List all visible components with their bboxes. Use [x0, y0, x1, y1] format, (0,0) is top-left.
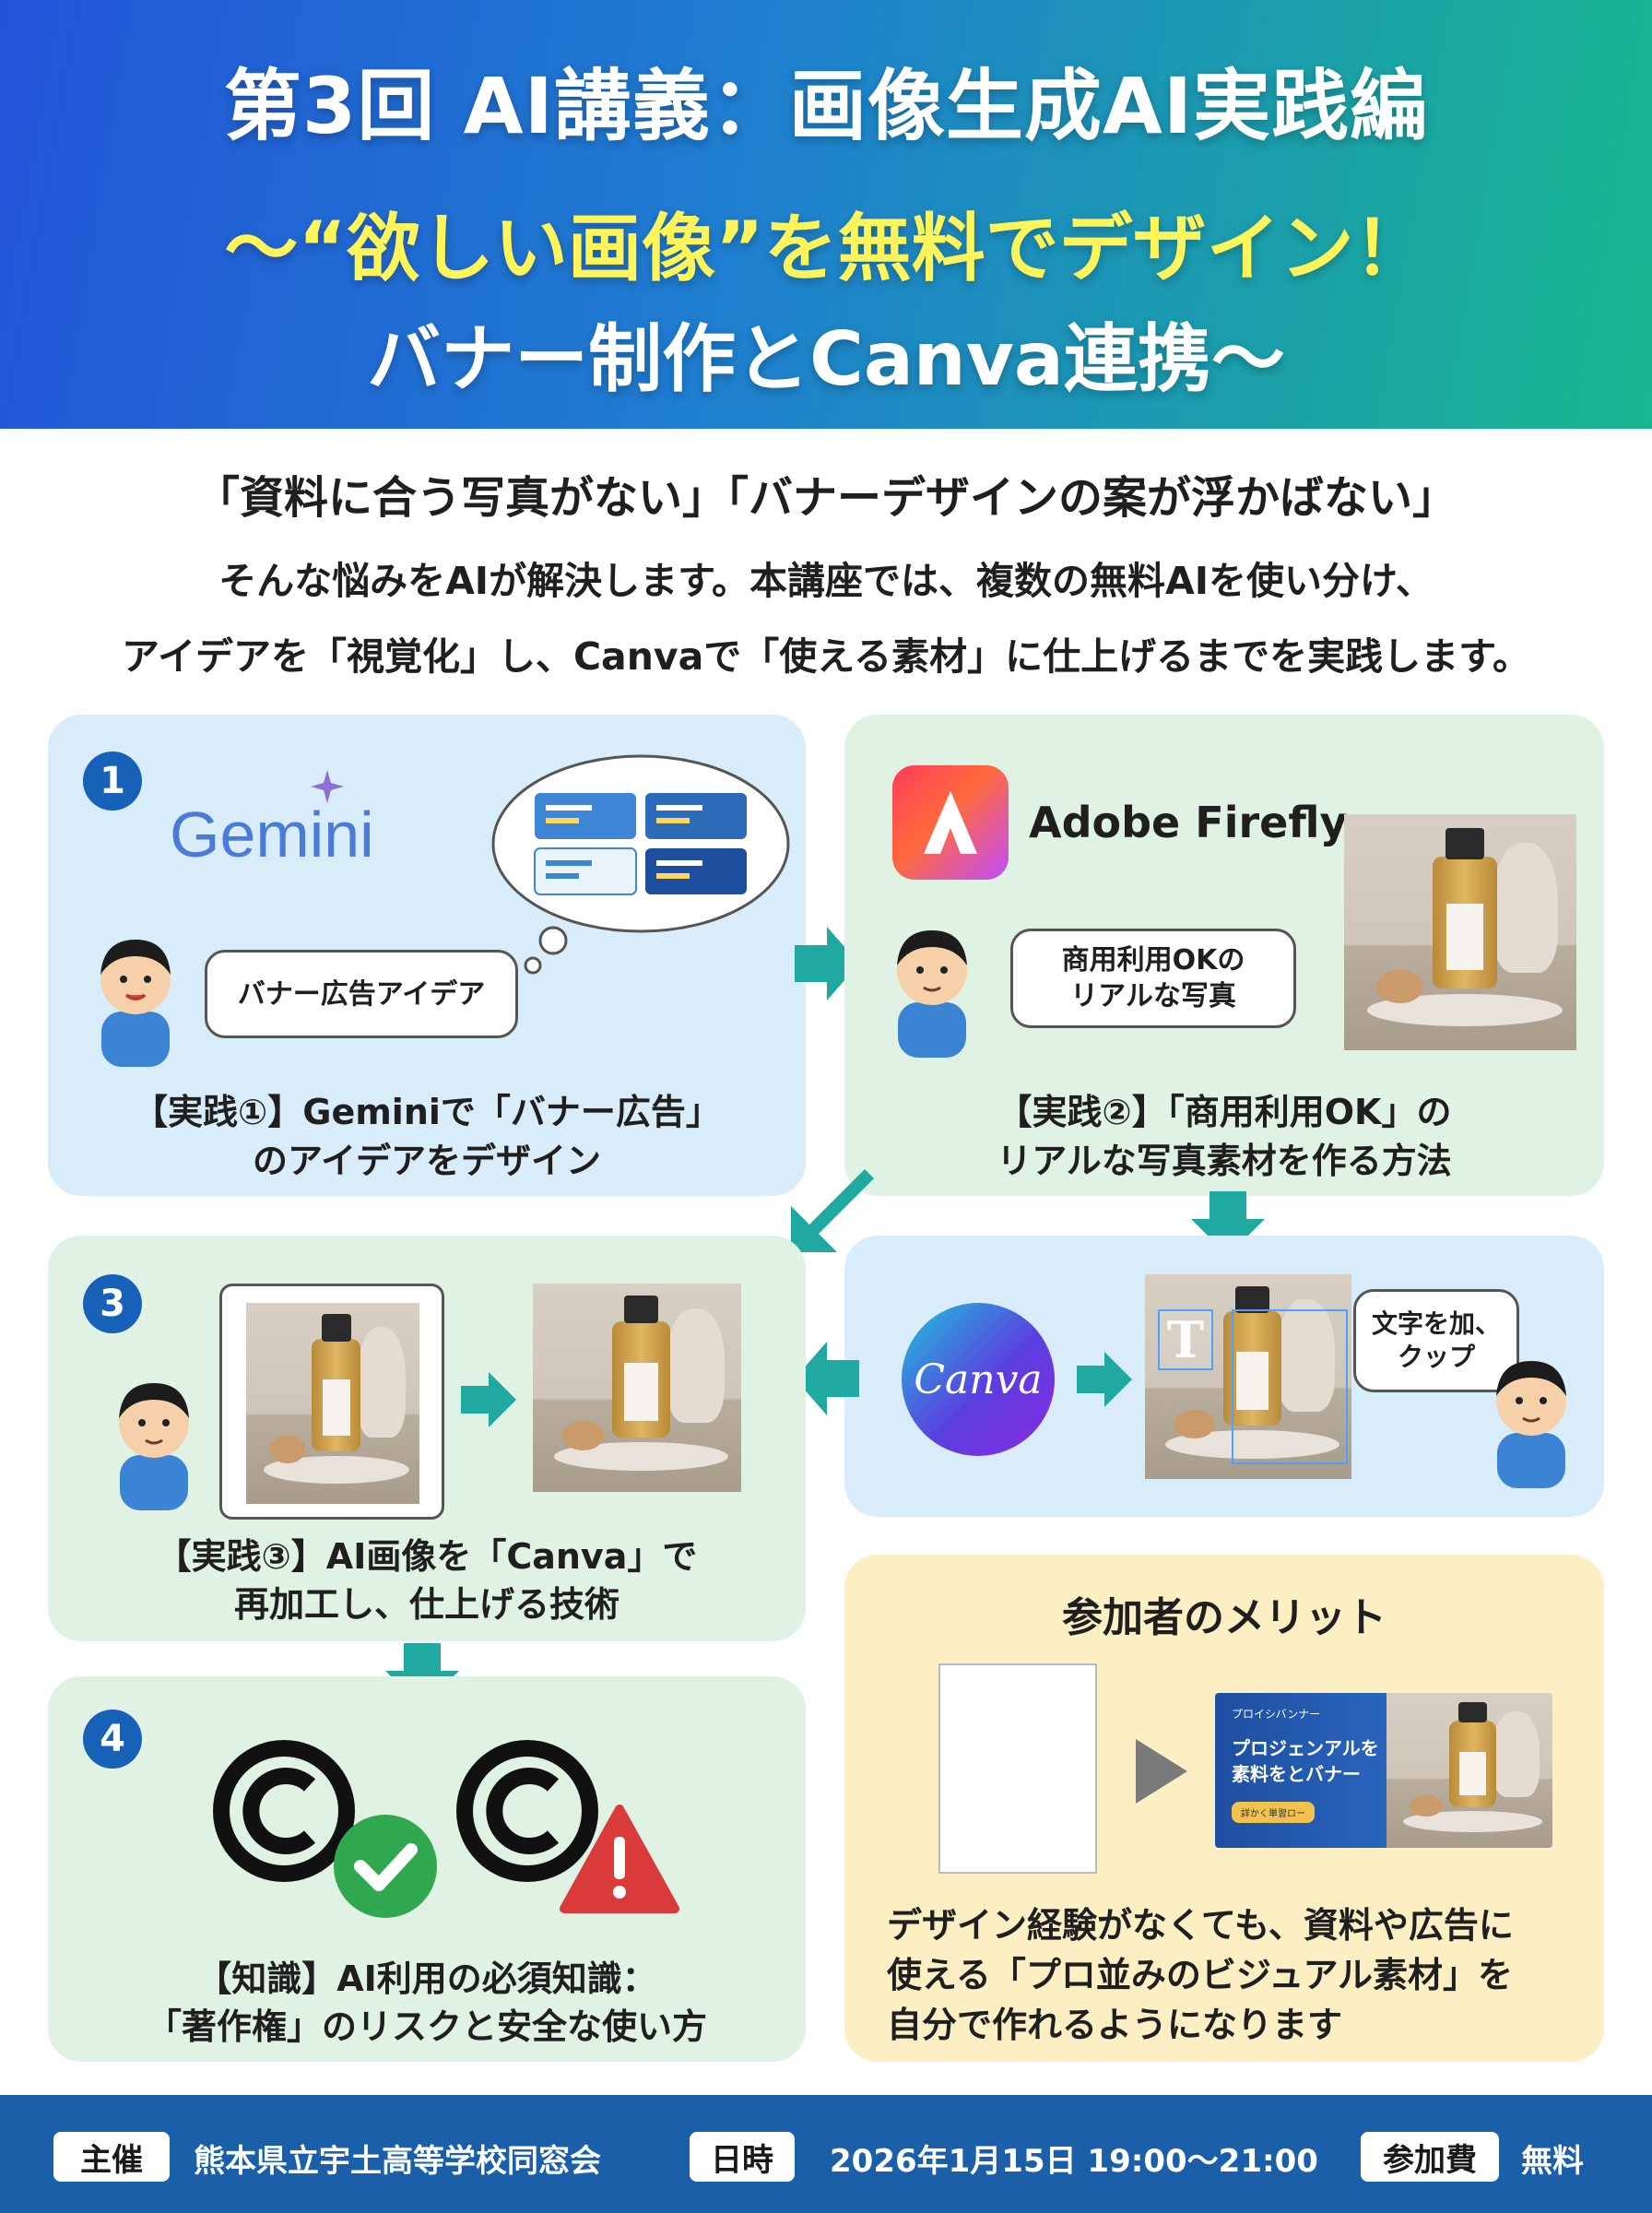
copyright-warning-icon: [456, 1740, 679, 1913]
merit-card: 参加者のメリット プロイシバンナー プロジェンアルを 素料をとバナー 詳かく単習…: [844, 1555, 1604, 2062]
merit-text: デザイン経験がなくても、資料や広告に 使える「プロ並みのビジュアル素材」を 自分…: [887, 1901, 1514, 2051]
page-subtitle-2: バナー制作とCanva連携〜: [367, 316, 1285, 402]
arrow-right-icon: [1077, 1352, 1132, 1407]
canva-logo-icon: Canva: [902, 1303, 1055, 1456]
banner-main-line-1: プロジェンアルを: [1232, 1737, 1379, 1759]
arrow-left-icon: [795, 1342, 859, 1415]
page-subtitle-1: 〜“欲しい画像”を無料でデザイン！: [224, 206, 1428, 291]
step1-number: 1: [83, 751, 142, 811]
banner-button: 詳かく単習ロー: [1232, 1802, 1315, 1823]
step1-speech-bubble: バナー広告アイデア: [205, 950, 518, 1038]
adobe-firefly-label: Adobe Firefly: [1029, 798, 1348, 847]
step1-caption-2: のアイデアをデザイン: [252, 1141, 602, 1181]
step1-card: 1 Gemini バナー広告アイデア 【実践①】Geminiで「バナー広告」 の…: [48, 715, 806, 1196]
arrow-diagonal-icon: [791, 1169, 874, 1252]
step2-bubble-line-2: リアルな写真: [1070, 980, 1236, 1012]
firefly-product-photo: [1344, 814, 1576, 1050]
step2-card: Adobe Firefly 商用利用OKの リアルな写真 【実践②】「商用利用O…: [844, 715, 1604, 1196]
canva-bubble-line-1: 文字を加、: [1371, 1308, 1501, 1339]
original-photo-frame: [219, 1284, 444, 1520]
canva-card: Canva T 文字を加、 クップ: [844, 1236, 1604, 1517]
step3-card: 3 【実践③】AI画像を「Canva」で 再加工し、仕上げる技術: [48, 1236, 806, 1641]
merit-text-line-1: デザイン経験がなくても、資料や広告に: [887, 1905, 1514, 1946]
arrow-right-icon: [461, 1372, 516, 1427]
arrow-right-icon: [795, 927, 859, 1000]
text-tool-box: T: [1158, 1309, 1213, 1370]
step1-caption-1: 【実践①】Geminiで「バナー広告」: [133, 1092, 721, 1132]
header-banner: 第3回 AI講義：画像生成AI実践編 〜“欲しい画像”を無料でデザイン！ バナー…: [0, 0, 1652, 429]
date-text: 2026年1月15日 19:00〜21:00: [830, 2143, 1318, 2180]
banner-small-text: プロイシバンナー: [1232, 1708, 1321, 1721]
selection-frame: [1232, 1309, 1348, 1464]
person-icon: [897, 930, 967, 1058]
gemini-logo: Gemini: [170, 799, 374, 870]
footer-bar: 主催 熊本県立宇土高等学校同窓会 日時 2026年1月15日 19:00〜21:…: [0, 2095, 1652, 2213]
intro-section: 「資料に合う写真がない」「バナーデザインの案が浮かばない」 そんな悩みをAIが解…: [0, 461, 1652, 680]
fee-text: 無料: [1521, 2143, 1584, 2180]
step3-caption-1: 【実践③】AI画像を「Canva」で: [156, 1536, 698, 1577]
text-tool-icon: T: [1166, 1310, 1205, 1369]
arrow-down-icon: [385, 1643, 459, 1708]
step2-caption-1: 【実践②】「商用利用OK」の: [997, 1092, 1452, 1132]
person-icon: [100, 940, 171, 1067]
merit-text-line-3: 自分で作れるようになります: [887, 2004, 1343, 2045]
host-label: 主催: [53, 2132, 170, 2182]
step2-caption-2: リアルな写真素材を作る方法: [997, 1141, 1452, 1181]
copyright-ok-icon: [213, 1740, 437, 1918]
edited-photo: [533, 1284, 741, 1492]
person-icon: [1496, 1361, 1566, 1488]
person-icon: [119, 1383, 189, 1510]
host-text: 熊本県立宇土高等学校同窓会: [194, 2143, 601, 2180]
canva-speech-bubble: 文字を加、 クップ: [1353, 1289, 1519, 1392]
canva-edit-photo: [1145, 1274, 1351, 1479]
original-photo: [246, 1303, 419, 1504]
step3-number: 3: [83, 1274, 142, 1333]
step4-caption-1: 【知識】AI利用の必須知識：: [196, 1959, 657, 1999]
canva-logo-text: Canva: [914, 1355, 1043, 1403]
merit-title: 参加者のメリット: [1062, 1594, 1386, 1641]
banner-photo: [1386, 1693, 1552, 1848]
step2-speech-bubble: 商用利用OKの リアルな写真: [1010, 929, 1296, 1028]
arrow-down-icon: [1191, 1191, 1265, 1256]
step3-caption-2: 再加工し、仕上げる技術: [233, 1584, 620, 1625]
banner-preview: プロイシバンナー プロジェンアルを 素料をとバナー 詳かく単習ロー: [1215, 1693, 1552, 1848]
blank-page-icon: [938, 1663, 1097, 1874]
intro-quote: 「資料に合う写真がない」「バナーデザインの案が浮かばない」: [195, 472, 1457, 524]
play-arrow-icon: [1136, 1739, 1187, 1804]
step4-card: 4 【知識】AI利用の必須知識： 「著作権」のリスクと安全な使い方: [48, 1676, 806, 2062]
date-label: 日時: [690, 2132, 795, 2182]
step2-bubble-line-1: 商用利用OKの: [1061, 944, 1245, 976]
page-title: 第3回 AI講義：画像生成AI実践編: [223, 61, 1429, 151]
adobe-firefly-logo-icon: [892, 765, 1009, 880]
intro-line-2: アイデアを「視覚化」し、Canvaで「使える素材」に仕上げるまでを実践します。: [122, 634, 1530, 679]
step4-number: 4: [83, 1710, 142, 1769]
canva-bubble-line-2: クップ: [1397, 1342, 1475, 1372]
step4-caption-2: 「著作権」のリスクと安全な使い方: [146, 2006, 707, 2047]
intro-line-1: そんな悩みをAIが解決します。本講座では、複数の無料AIを使い分け、: [218, 559, 1434, 603]
thought-cloud-icon: [491, 754, 790, 975]
sparkle-icon: [311, 770, 344, 803]
merit-text-line-2: 使える「プロ並みのビジュアル素材」を: [887, 1954, 1514, 1995]
fee-label: 参加費: [1361, 2132, 1499, 2182]
banner-main-line-2: 素料をとバナー: [1232, 1763, 1361, 1785]
